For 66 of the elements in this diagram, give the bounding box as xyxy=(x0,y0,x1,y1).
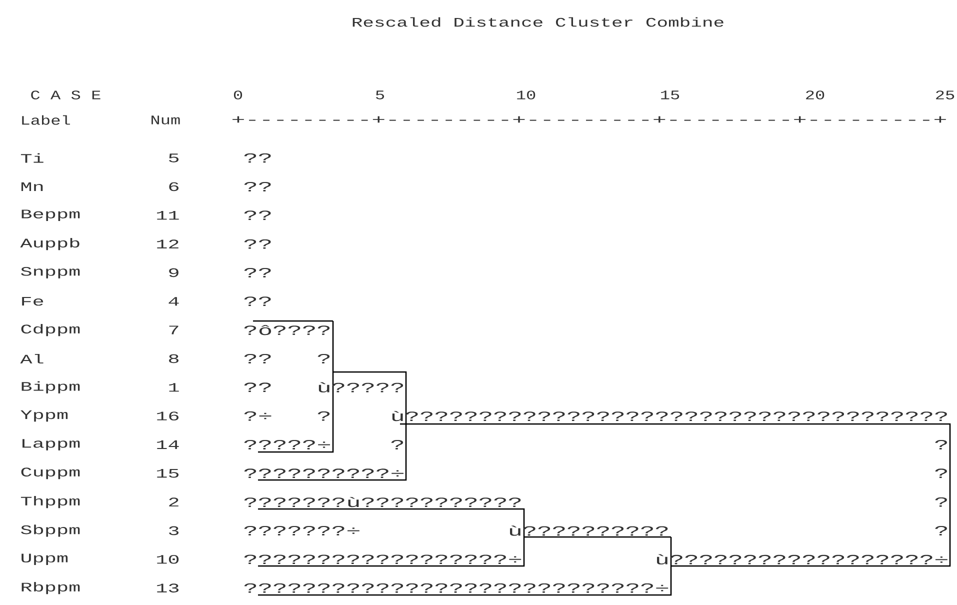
dendrogram-text: ? xyxy=(935,526,947,536)
dendrogram-text: ???????÷ xyxy=(244,526,360,536)
case-label: Mn xyxy=(21,182,43,191)
dendrogram-text: ??????????÷ xyxy=(244,468,404,478)
dendrogram-text: ?? xyxy=(244,354,271,364)
header-text: 10 xyxy=(517,90,536,100)
case-number: 8 xyxy=(169,354,178,364)
case-label: Auppb xyxy=(20,238,80,250)
case-number: 4 xyxy=(168,297,179,306)
dendrogram-text: ?? xyxy=(244,268,271,278)
case-label: Thppm xyxy=(20,496,80,508)
axis-ruler: +---------+---------+---------+---------+---------+ xyxy=(232,116,946,123)
dendrogram-text: ? xyxy=(391,440,404,450)
case-number: 13 xyxy=(157,584,179,592)
header-text: Num xyxy=(152,116,180,124)
header-text: 25 xyxy=(936,90,954,100)
case-number: 5 xyxy=(168,154,179,162)
dendrogram-text: ? xyxy=(935,440,947,450)
dendrogram-text: ? xyxy=(935,497,947,507)
dendrogram-text: ? xyxy=(935,468,947,478)
dendrogram-text: ?? xyxy=(244,382,271,392)
case-label: Uppm xyxy=(22,554,68,565)
header-text: 5 xyxy=(376,90,384,100)
dendrogram-text: ? xyxy=(318,411,330,421)
case-number: 12 xyxy=(157,240,178,248)
case-label: Fe xyxy=(22,297,44,306)
header-text: Label xyxy=(22,115,70,125)
case-number: 11 xyxy=(157,211,179,220)
chart-title: Rescaled Distance Cluster Combine xyxy=(352,17,724,27)
dendrogram-text: ?÷ xyxy=(244,411,272,421)
header-text: 20 xyxy=(806,90,824,100)
case-label: Rbppm xyxy=(22,582,80,594)
case-number: 14 xyxy=(157,440,179,449)
dendrogram-text: ????????????????????????????÷ xyxy=(244,583,668,593)
case-number: 7 xyxy=(169,326,178,334)
dendrogram-text: ?? xyxy=(244,153,271,163)
case-number: 10 xyxy=(157,554,179,564)
dendrogram-text: ? xyxy=(318,354,330,364)
case-label: Cdppm xyxy=(21,324,80,336)
case-label: Yppm xyxy=(20,410,68,422)
dendrogram-text: ?? xyxy=(244,239,271,249)
dendrogram-text: ?? xyxy=(244,210,271,220)
header-text: 0 xyxy=(234,90,242,100)
dendrogram-text: ???????ù??????????? xyxy=(244,496,521,508)
case-label: Al xyxy=(20,354,44,364)
case-number: 16 xyxy=(157,412,178,420)
case-label: Snppm xyxy=(21,266,80,278)
case-number: 9 xyxy=(169,268,178,278)
dendrogram-text: ?ô???? xyxy=(244,324,330,336)
case-number: 1 xyxy=(169,383,179,392)
case-label: Cuppm xyxy=(21,468,80,480)
case-label: Lappm xyxy=(22,439,80,450)
case-number: 6 xyxy=(169,182,178,192)
case-number: 2 xyxy=(169,498,178,506)
case-label: Beppm xyxy=(22,210,80,221)
case-label: Ti xyxy=(20,153,44,163)
dendrogram-text: ?????÷ xyxy=(244,440,330,450)
dendrogram-text: ??????????????????÷ xyxy=(244,554,522,564)
case-number: 15 xyxy=(157,469,179,478)
header-text: 15 xyxy=(661,90,680,100)
dendrogram-text: ?? xyxy=(244,182,271,192)
header-text: C A S E xyxy=(31,90,100,100)
case-label: Bippm xyxy=(22,381,80,394)
case-label: Sbppm xyxy=(21,524,80,537)
case-number: 3 xyxy=(168,526,179,536)
dendrogram-text: ?? xyxy=(244,296,271,306)
